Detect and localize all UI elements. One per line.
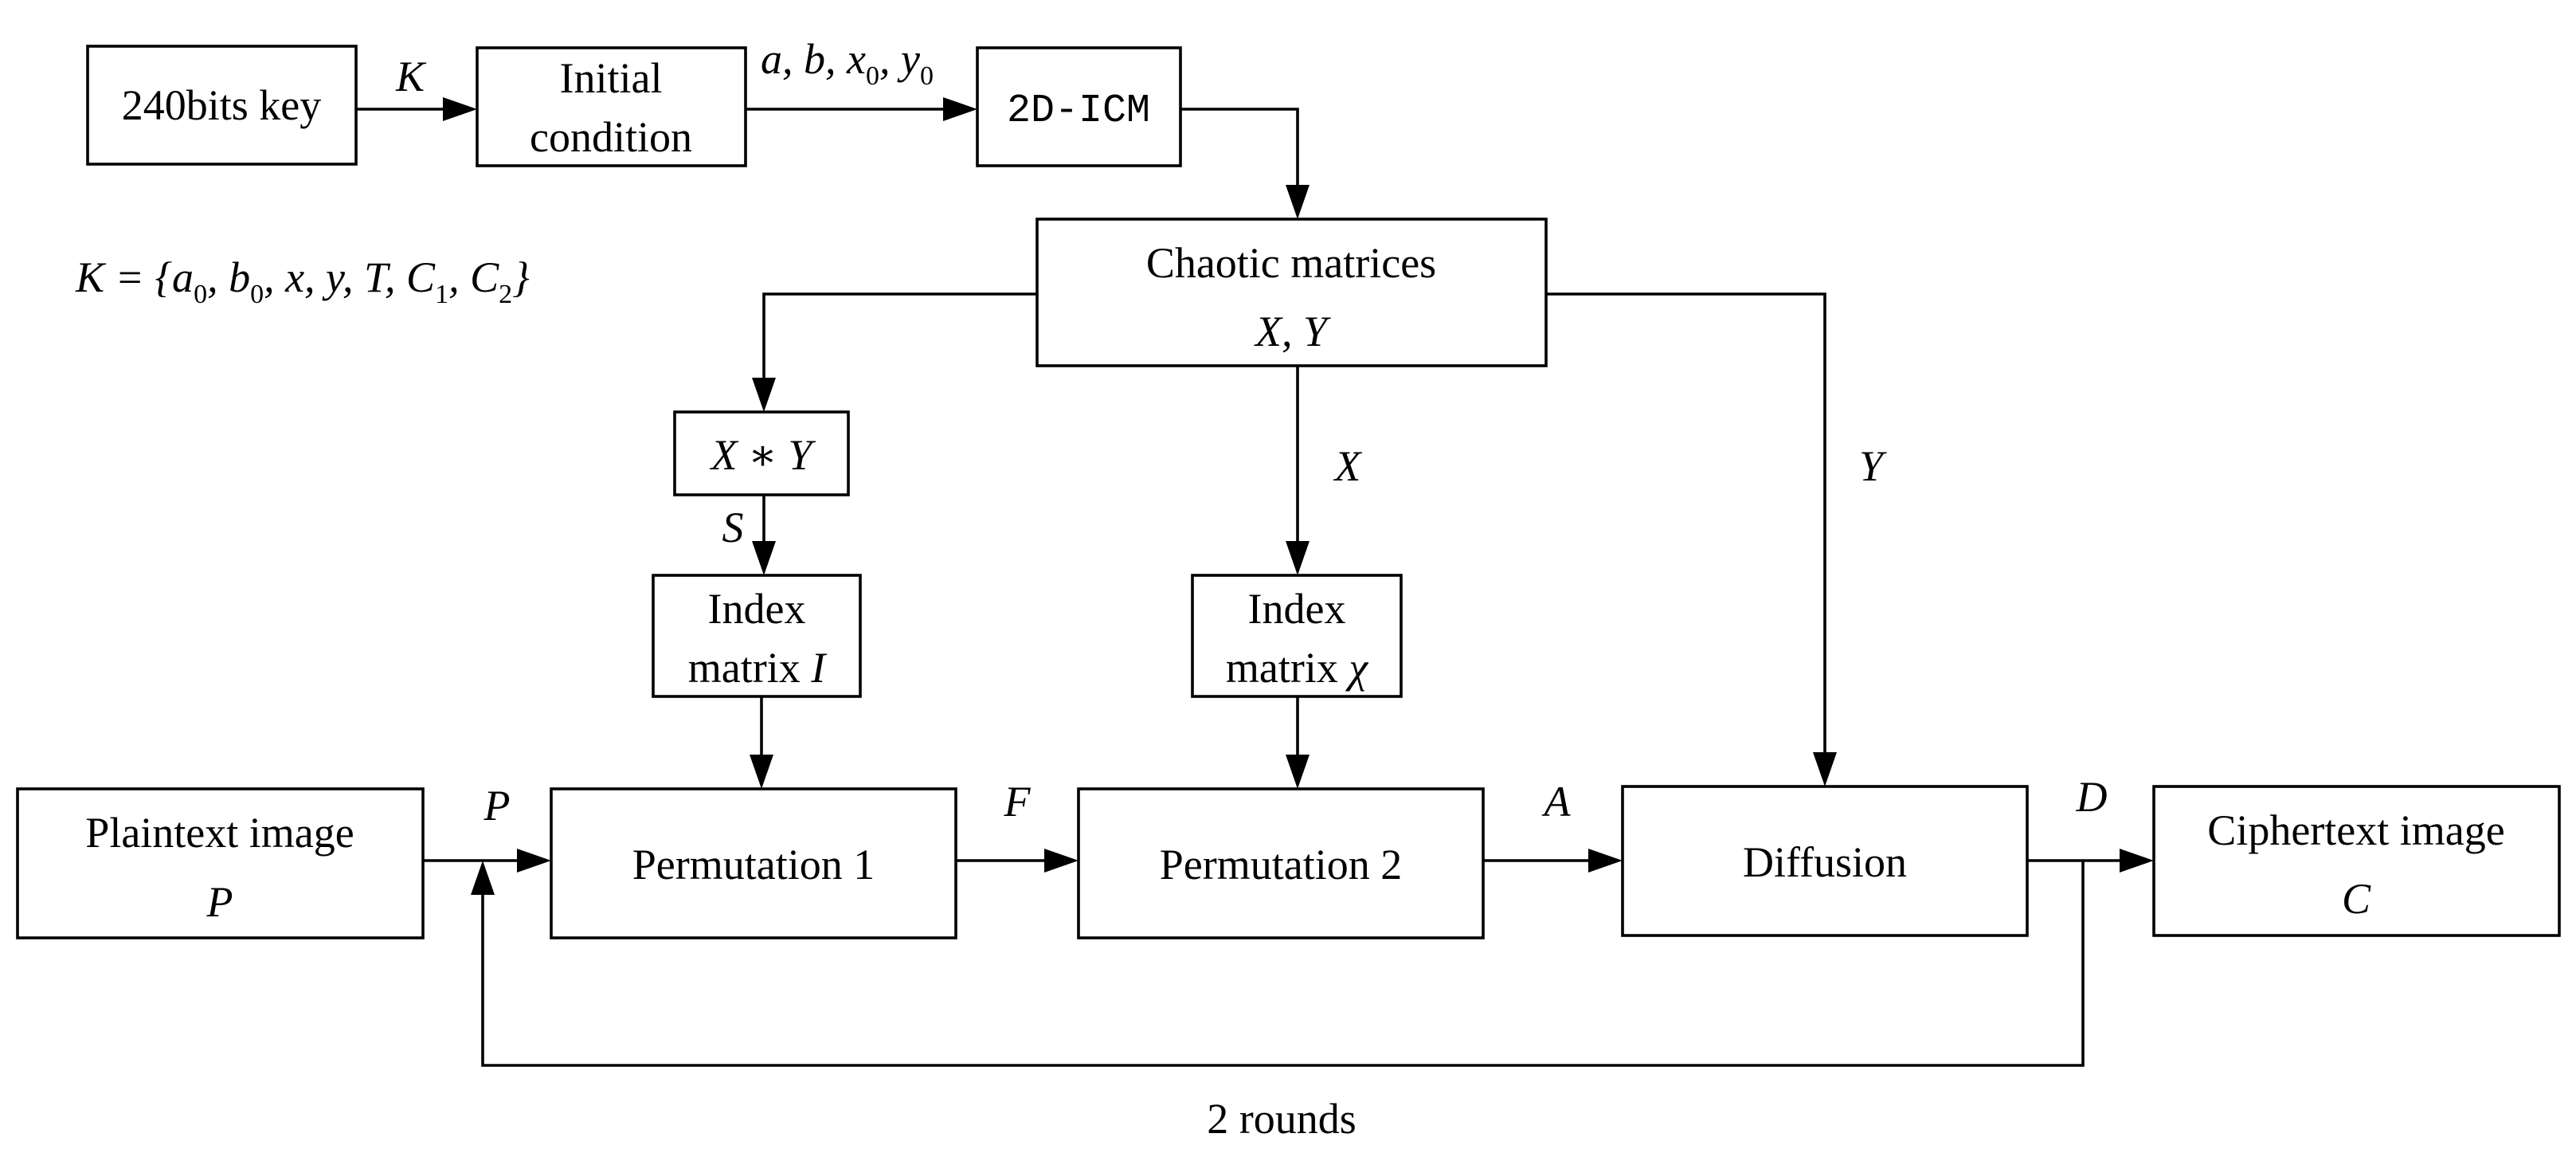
diffusion-label: Diffusion: [1743, 838, 1907, 886]
plaintext-line1: Plaintext image: [85, 809, 354, 857]
edge-label-a: A: [1542, 778, 1572, 826]
initial-condition-line2: condition: [530, 113, 692, 161]
plaintext-node: Plaintext image P: [16, 787, 425, 939]
xy-product-label: X ∗ Y: [710, 431, 816, 479]
index-matrix-chi-line2: matrix χ: [1226, 644, 1368, 692]
index-matrix-i-node: Index matrix I: [652, 574, 862, 698]
edge-label-x: X: [1333, 442, 1363, 490]
edge-initial-to-icm: [746, 97, 977, 121]
plaintext-line2: P: [206, 878, 233, 926]
chaotic-matrices-line2: X, Y: [1254, 308, 1331, 355]
index-matrix-i-line1: Index: [708, 585, 806, 633]
edge-label-p: P: [483, 782, 511, 830]
diffusion-node: Diffusion: [1621, 785, 2029, 937]
icm-node: 2D-ICM: [976, 46, 1182, 167]
key-node: 240bits key: [86, 45, 358, 166]
initial-condition-line1: Initial: [560, 54, 663, 102]
edge-diffusion-to-cipher: [2027, 849, 2154, 873]
edge-label-s: S: [722, 504, 744, 551]
chaotic-matrices-node: Chaotic matrices X, Y: [1035, 218, 1548, 367]
edge-index-chi-to-perm2: [1286, 696, 1310, 789]
index-matrix-i-line2: matrix I: [688, 644, 828, 692]
edge-plain-to-perm1: [423, 849, 551, 873]
permutation-2-node: Permutation 2: [1077, 787, 1485, 939]
edge-chaotic-to-index-chi: [1286, 366, 1310, 575]
edge-label-k: K: [395, 53, 427, 100]
permutation-2-label: Permutation 2: [1160, 841, 1402, 888]
edge-perm2-to-diffusion: [1483, 849, 1623, 873]
ciphertext-line2: C: [2342, 875, 2371, 923]
index-matrix-chi-node: Index matrix χ: [1191, 574, 1403, 698]
ciphertext-line1: Ciphertext image: [2207, 806, 2504, 854]
feedback-label: 2 rounds: [1207, 1095, 1357, 1143]
edge-label-y: Y: [1859, 442, 1887, 490]
edge-label-initial-params: a, b, x0, y0: [761, 35, 934, 91]
initial-condition-node: Initial condition: [476, 46, 747, 167]
xy-product-node: X ∗ Y: [673, 410, 850, 496]
edge-icm-to-chaotic: [1180, 108, 1310, 219]
edge-product-to-index-i: [752, 495, 776, 575]
icm-label: 2D-ICM: [1007, 88, 1150, 134]
index-matrix-chi-line1: Index: [1248, 585, 1346, 633]
edge-label-d: D: [2076, 773, 2108, 821]
chaotic-matrices-line1: Chaotic matrices: [1146, 239, 1436, 287]
permutation-1-label: Permutation 1: [632, 841, 875, 888]
edge-feedback-loop: [471, 861, 2085, 1067]
edge-perm1-to-perm2: [956, 849, 1079, 873]
edge-index-i-to-perm1: [750, 696, 773, 789]
edge-key-to-initial: [356, 97, 477, 121]
key-formula: K = {a0, b0, x, y, T, C1, C2}: [75, 253, 530, 309]
edge-chaotic-to-diffusion: [1546, 292, 1837, 786]
ciphertext-node: Ciphertext image C: [2152, 785, 2561, 937]
edge-label-f: F: [1004, 778, 1032, 826]
edge-chaotic-to-product: [752, 292, 1037, 412]
key-label: 240bits key: [122, 81, 322, 129]
permutation-1-node: Permutation 1: [550, 787, 957, 939]
